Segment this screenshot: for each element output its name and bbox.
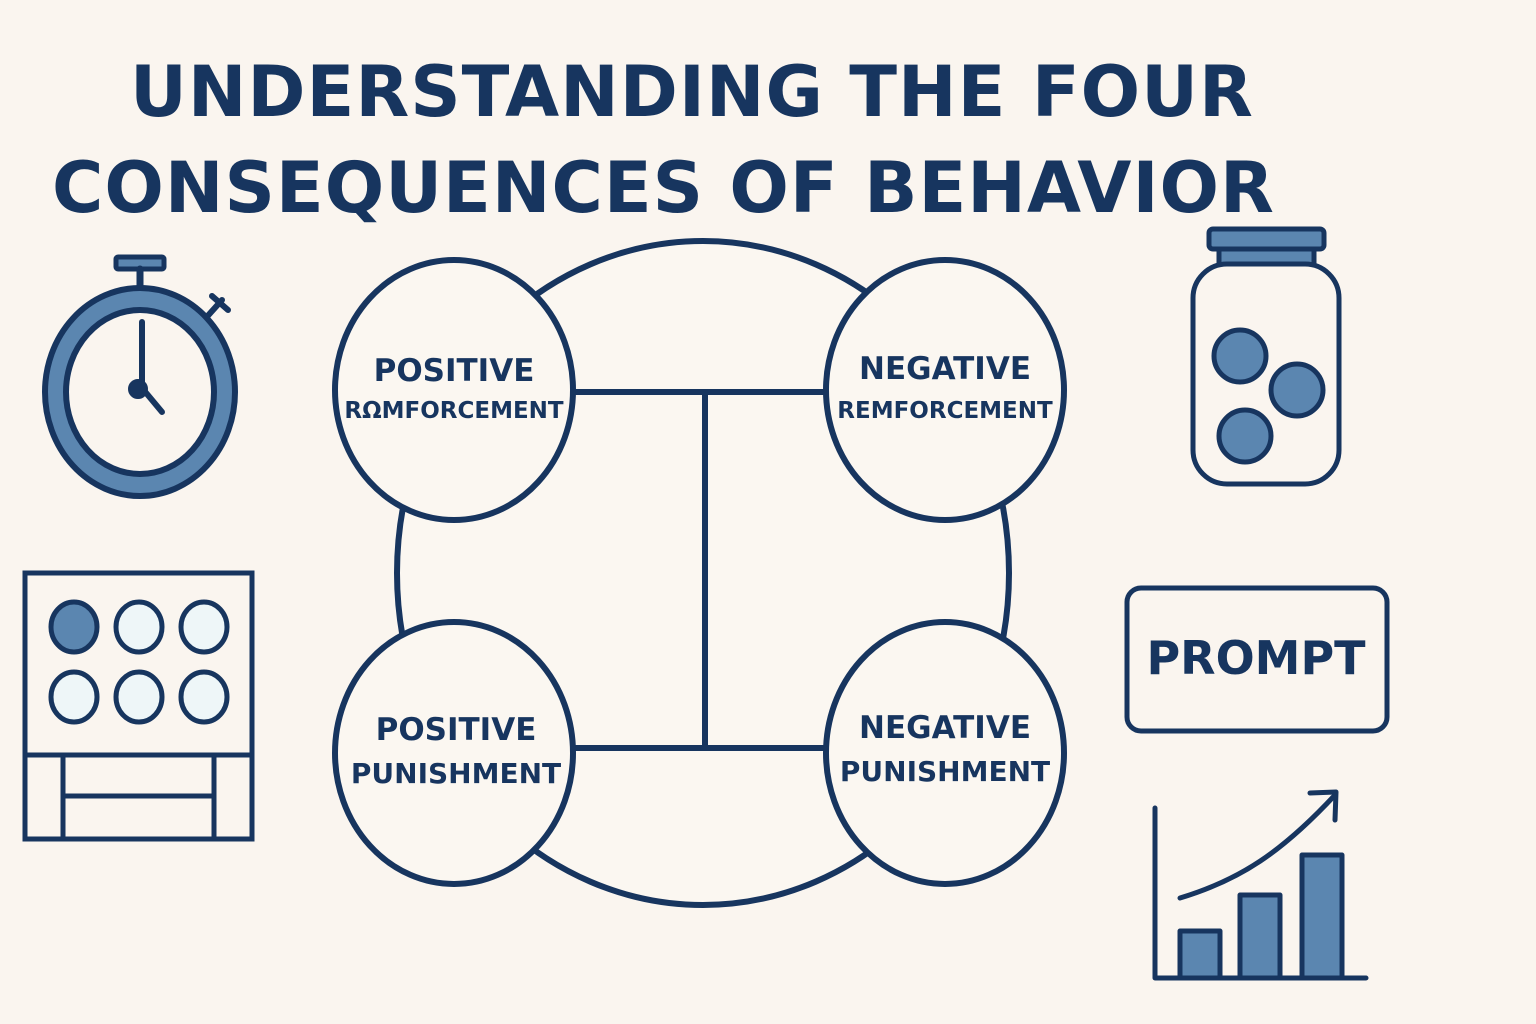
empty-token-icon xyxy=(178,669,230,725)
negative-punishment-circle xyxy=(823,619,1067,887)
negative-reinforcement-line-2: REMFORCEMENT xyxy=(837,398,1053,424)
stopwatch-pivot-icon xyxy=(128,379,148,399)
jar-token-icon xyxy=(1211,327,1269,385)
negative-reinforcement-line-1: NEGATIVE xyxy=(859,351,1031,387)
jar-lid-icon xyxy=(1206,226,1327,252)
negative-reinforcement-circle xyxy=(823,257,1067,523)
positive-reinforcement-circle xyxy=(332,257,576,523)
growth-trend-arrow-icon xyxy=(1307,789,1339,823)
growth-chart-icon xyxy=(1152,789,1369,981)
diagram-title: UNDERSTANDING THE FOUR CONSEQUENCES OF B… xyxy=(40,44,1340,236)
empty-token-icon xyxy=(48,669,100,725)
growth-chart-bar-icon xyxy=(1299,852,1345,981)
jar-token-icon xyxy=(1268,361,1326,419)
empty-token-icon xyxy=(178,599,230,655)
positive-punishment-line-1: POSITIVE xyxy=(376,712,537,748)
negative-punishment-line-2: PUNISHMENT xyxy=(840,755,1050,788)
title-line-2: CONSEQUENCES OF BEHAVIOR xyxy=(52,147,1275,229)
growth-chart-axes-icon xyxy=(1152,805,1369,981)
positive-punishment-node: POSITIVE PUNISHMENT xyxy=(332,619,576,887)
filled-token-icon xyxy=(48,599,100,655)
negative-reinforcement-node: NEGATIVE REMFORCEMENT xyxy=(823,257,1067,523)
empty-token-icon xyxy=(113,669,165,725)
positive-reinforcement-line-1: POSITIVE xyxy=(374,353,535,389)
prompt-card-border xyxy=(1124,585,1390,734)
stopwatch-icon xyxy=(42,254,238,499)
growth-chart-bar-icon xyxy=(1237,892,1283,981)
prompt-card: PROMPT xyxy=(1124,585,1390,734)
jar-token-icon xyxy=(1216,407,1274,465)
negative-punishment-line-1: NEGATIVE xyxy=(859,710,1031,746)
token-jar-icon xyxy=(1190,226,1342,487)
positive-punishment-line-2: PUNISHMENT xyxy=(351,757,561,790)
quadrant-connectors xyxy=(566,389,834,751)
growth-chart-bar-icon xyxy=(1177,928,1223,981)
empty-token-icon xyxy=(113,599,165,655)
positive-reinforcement-node: POSITIVE RΩMFORCEMENT xyxy=(332,257,576,523)
token-board-icon xyxy=(22,570,255,842)
negative-punishment-node: NEGATIVE PUNISHMENT xyxy=(823,619,1067,887)
growth-trend-line-icon xyxy=(1177,792,1338,901)
positive-reinforcement-line-2: RΩMFORCEMENT xyxy=(344,398,564,424)
title-line-1: UNDERSTANDING THE FOUR xyxy=(130,51,1254,133)
prompt-label: PROMPT xyxy=(1146,631,1366,685)
stopwatch-side-button-cap-icon xyxy=(209,293,231,313)
positive-punishment-circle xyxy=(332,619,576,887)
